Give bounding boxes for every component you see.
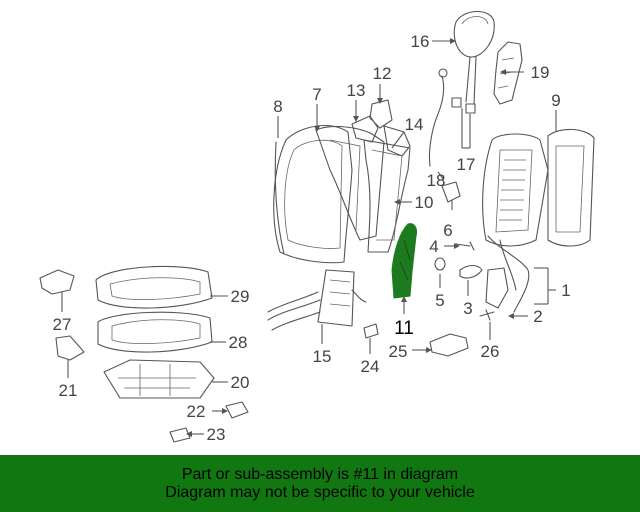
release-cable[interactable] <box>428 75 445 167</box>
label-2: 2 <box>533 307 542 326</box>
label-23: 23 <box>207 425 226 444</box>
parts-diagram: 16 19 8 7 13 12 14 9 17 18 10 6 4 5 3 1 … <box>39 10 595 444</box>
label-1: 1 <box>561 281 570 300</box>
label-28: 28 <box>229 333 248 352</box>
label-16: 16 <box>411 32 430 51</box>
recliner-cable[interactable] <box>487 235 530 313</box>
bolt-4[interactable] <box>455 241 475 251</box>
recliner-mechanism[interactable] <box>485 267 509 309</box>
label-7: 7 <box>312 85 321 104</box>
seat-cushion-pad[interactable] <box>97 311 213 353</box>
part-25[interactable] <box>429 333 469 357</box>
label-9: 9 <box>551 91 560 110</box>
label-15: 15 <box>313 347 332 366</box>
back-board[interactable] <box>267 269 367 331</box>
seat-cushion-cover[interactable] <box>95 265 213 309</box>
label-11: 11 <box>394 318 414 339</box>
label-6: 6 <box>443 221 452 240</box>
panel-21[interactable] <box>55 335 85 361</box>
recliner-cable-2[interactable] <box>499 239 517 291</box>
part-24[interactable] <box>363 323 379 339</box>
seatback-frame[interactable] <box>482 128 595 247</box>
label-24: 24 <box>361 357 380 376</box>
label-14: 14 <box>405 115 424 134</box>
seatback-cushion[interactable] <box>315 125 385 241</box>
guide-sleeves[interactable] <box>451 97 476 114</box>
headrest[interactable] <box>453 10 495 105</box>
cap-5[interactable] <box>434 257 446 271</box>
seat-frame[interactable] <box>103 359 215 399</box>
label-5: 5 <box>435 291 444 310</box>
label-26: 26 <box>481 342 500 361</box>
part-22[interactable] <box>225 401 249 419</box>
bracket-6[interactable] <box>441 181 461 203</box>
label-19: 19 <box>531 63 550 82</box>
bolt-26[interactable] <box>479 309 495 321</box>
label-4: 4 <box>429 237 438 256</box>
label-13: 13 <box>347 81 366 100</box>
label-20: 20 <box>231 373 250 392</box>
bracket-27[interactable] <box>39 269 75 295</box>
label-17: 17 <box>457 155 476 174</box>
release-handle[interactable] <box>459 264 483 279</box>
back-pad[interactable] <box>363 139 411 253</box>
label-3: 3 <box>463 299 472 318</box>
info-banner: Part or sub-assembly is #11 in diagram D… <box>0 455 640 512</box>
label-22: 22 <box>187 402 206 421</box>
label-29: 29 <box>231 287 250 306</box>
label-21: 21 <box>59 381 78 400</box>
part-11-side-panel[interactable] <box>391 223 417 299</box>
label-25: 25 <box>389 342 408 361</box>
label-27: 27 <box>53 315 72 334</box>
leader-lines <box>61 38 557 437</box>
label-12: 12 <box>373 64 392 83</box>
label-10: 10 <box>415 193 434 212</box>
banner-line-2: Diagram may not be specific to your vehi… <box>165 483 475 501</box>
label-8: 8 <box>273 97 282 116</box>
headrest-guide[interactable] <box>493 41 523 105</box>
label-18: 18 <box>427 171 446 190</box>
part-23[interactable] <box>169 427 191 443</box>
cable-knob <box>438 68 448 78</box>
banner-line-1: Part or sub-assembly is #11 in diagram <box>181 465 459 483</box>
upper-bracket[interactable] <box>351 99 411 157</box>
